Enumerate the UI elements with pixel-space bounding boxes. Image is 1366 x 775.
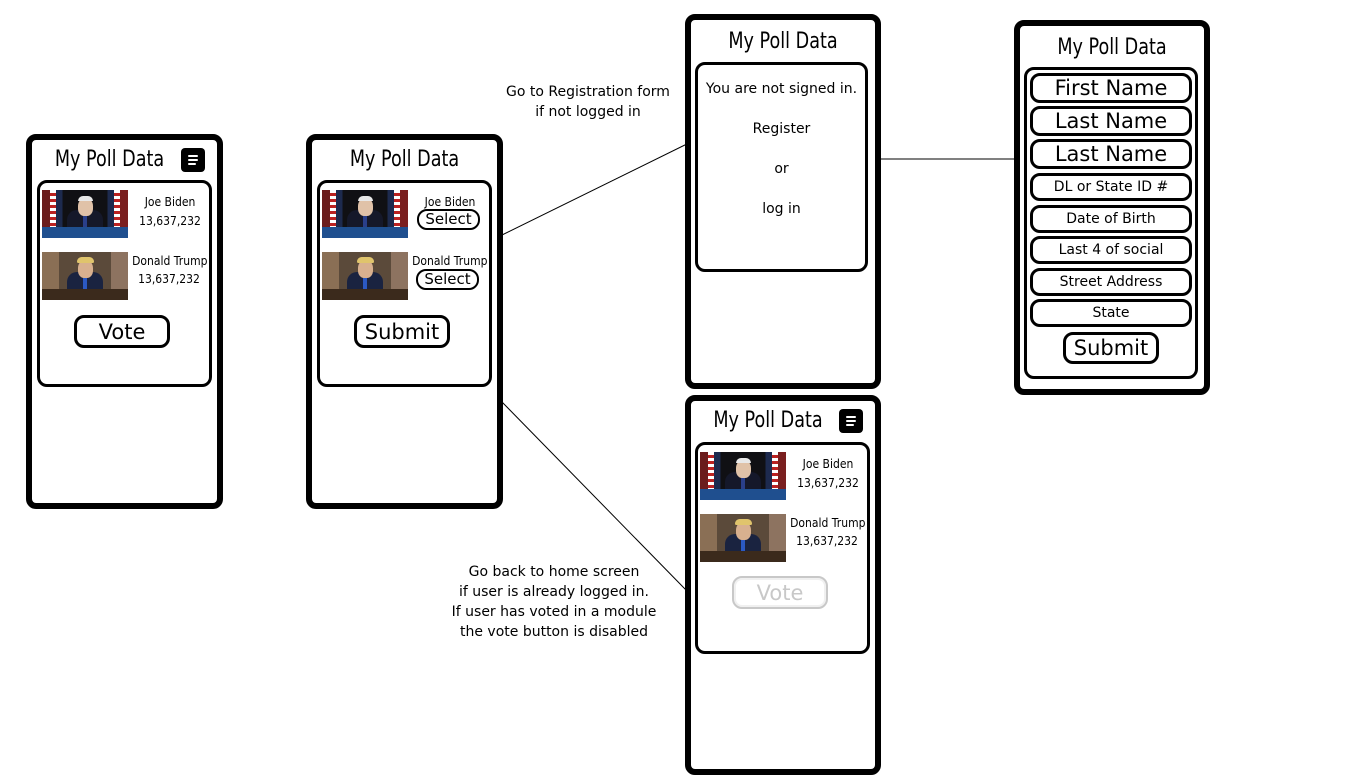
candidate-photo-trump [322, 252, 408, 300]
registration-panel: First Name Last Name Last Name DL or Sta… [1024, 67, 1198, 379]
note-line: the vote button is disabled [459, 624, 648, 640]
last-four-social-field[interactable]: Last 4 of social [1030, 236, 1192, 264]
app-title: My Poll Data [728, 29, 838, 54]
phone-select-screen: My Poll Data Joe Biden Select Donald Tru… [306, 134, 503, 509]
note-line: Go back to home screen [468, 564, 640, 580]
date-of-birth-field[interactable]: Date of Birth [1030, 205, 1192, 233]
candidate-photo-biden [700, 452, 786, 500]
vote-button-disabled: Vote [732, 576, 828, 609]
note-line: If user has voted in a module [451, 604, 657, 620]
candidate-name: Donald Trump [132, 254, 208, 268]
phone-signin-screen: My Poll Data You are not signed in. Regi… [685, 14, 881, 389]
signin-panel: You are not signed in. Register or log i… [695, 62, 868, 272]
not-signed-in-message: You are not signed in. [705, 81, 858, 97]
select-button[interactable]: Select [417, 209, 480, 230]
candidate-name: Joe Biden [802, 457, 854, 471]
last-name-field-duplicate[interactable]: Last Name [1030, 139, 1192, 169]
last-name-field[interactable]: Last Name [1030, 106, 1192, 136]
menu-icon[interactable] [839, 409, 863, 433]
candidate-photo-trump [42, 252, 128, 300]
candidate-photo-biden [42, 190, 128, 238]
street-address-field[interactable]: Street Address [1030, 268, 1192, 296]
candidate-photo-biden [322, 190, 408, 238]
candidates-panel: Joe Biden 13,637,232 Donald Trump 13,637… [695, 442, 870, 654]
app-title: My Poll Data [713, 408, 823, 433]
app-title: My Poll Data [1057, 35, 1167, 60]
note-registration-flow: Go to Registration form if not logged in [488, 82, 688, 122]
candidate-name: Donald Trump [412, 254, 488, 268]
registration-submit-button[interactable]: Submit [1063, 332, 1159, 364]
note-line: if user is already logged in. [458, 584, 649, 600]
candidate-vote-count: 13,637,232 [139, 214, 201, 228]
candidates-panel: Joe Biden 13,637,232 Donald Trump 13,637… [37, 180, 212, 387]
register-link[interactable]: Register [752, 121, 811, 137]
phone-voted-home-screen: My Poll Data Joe Biden 13,637,232 Donald… [685, 395, 881, 775]
state-field[interactable]: State [1030, 299, 1192, 327]
connector-select-to-signin [501, 139, 696, 236]
vote-button[interactable]: Vote [74, 315, 170, 348]
candidate-vote-count: 13,637,232 [796, 534, 858, 548]
candidate-vote-count: 13,637,232 [797, 476, 859, 490]
note-line: if not logged in [535, 104, 641, 120]
login-link[interactable]: log in [762, 201, 801, 217]
id-number-field[interactable]: DL or State ID # [1030, 173, 1192, 201]
phone-home-screen: My Poll Data Joe Biden 13,637,232 Donald… [26, 134, 223, 509]
app-title: My Poll Data [349, 147, 460, 172]
candidate-name: Joe Biden [424, 195, 476, 209]
candidate-vote-count: 13,637,232 [138, 272, 200, 286]
note-home-flow: Go back to home screen if user is alread… [434, 562, 674, 642]
note-line: Go to Registration form [506, 84, 670, 100]
submit-button[interactable]: Submit [354, 315, 450, 348]
select-button[interactable]: Select [416, 269, 479, 290]
candidate-photo-trump [700, 514, 786, 562]
candidates-panel: Joe Biden Select Donald Trump Select Sub… [317, 180, 492, 387]
phone-registration-screen: My Poll Data First Name Last Name Last N… [1014, 20, 1210, 395]
first-name-field[interactable]: First Name [1030, 73, 1192, 103]
candidate-name: Donald Trump [790, 516, 866, 530]
app-title: My Poll Data [54, 147, 165, 172]
candidate-name: Joe Biden [144, 195, 196, 209]
menu-icon[interactable] [181, 148, 205, 172]
or-text: or [774, 161, 789, 177]
